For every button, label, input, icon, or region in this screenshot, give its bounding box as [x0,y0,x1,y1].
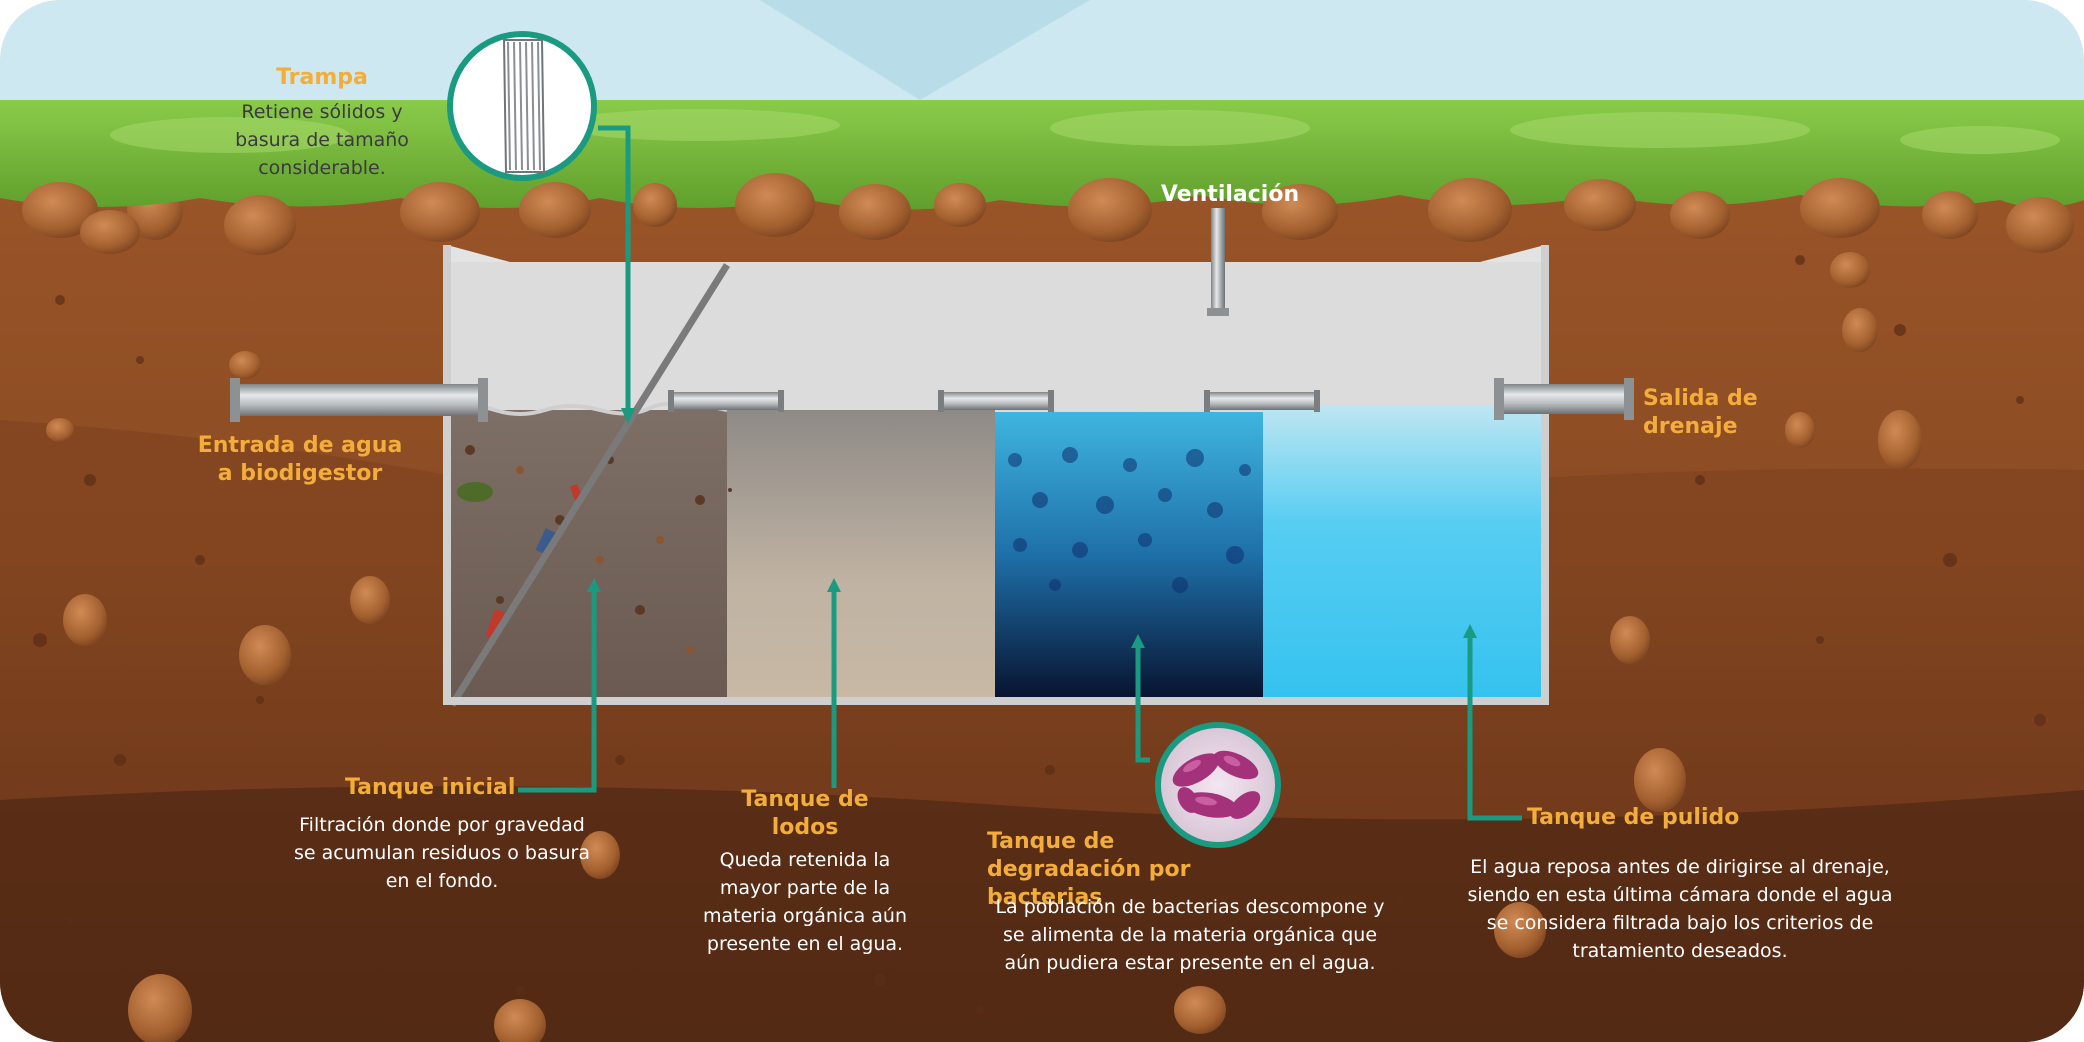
leader-lines [518,125,1522,821]
outlet-label: Salida de drenaje [1643,386,1758,439]
leader-arrowheads [587,408,1477,648]
debris [457,445,732,654]
tank-bacteria-title: Tanque de degradación por bacterias [987,829,1191,910]
ventilation-pipe [1211,208,1225,314]
soil-rocks [46,180,1922,1042]
trap-description: Retiene sólidos y basura de tamaño consi… [235,101,409,179]
inlet-pipe [232,384,484,416]
tank-bacteria-description: La población de bacterias descompone y s… [995,896,1385,974]
inlet-label: Entrada de agua a biodigestor [197,433,403,486]
tank-polishing-description: El agua reposa antes de dirigirse al dre… [1467,856,1893,962]
chamber-polishing [1263,405,1545,700]
chamber-sludge [727,410,995,700]
tank-sludge-title: Tanque de lodos [741,787,869,840]
soil-specks [33,255,2046,1014]
chamber-initial [447,410,727,700]
connector-pipes [668,390,1320,412]
tank-initial-title: Tanque inicial [345,775,516,800]
surface-rocks [22,173,2074,255]
trap-title: Trampa [276,65,368,90]
filter-grate-icon [447,31,597,181]
sky-highlight [760,0,1090,100]
bacteria-bubbles [1008,447,1251,593]
tank-sludge-description: Queda retenida la mayor parte de la mate… [702,849,908,955]
trap-grate-bar [449,263,730,707]
chamber-bacteria [995,412,1263,700]
biodigester-tank [443,245,1549,707]
soil-layer-deep [0,786,2084,1042]
ventilation-label: Ventilación [1160,182,1300,207]
bacteria-icon [1155,722,1281,848]
tank-polishing-title: Tanque de pulido [1527,805,1740,830]
tank-initial-description: Filtración donde por gravedad se acumula… [293,814,590,892]
outlet-pipe [1498,384,1628,414]
